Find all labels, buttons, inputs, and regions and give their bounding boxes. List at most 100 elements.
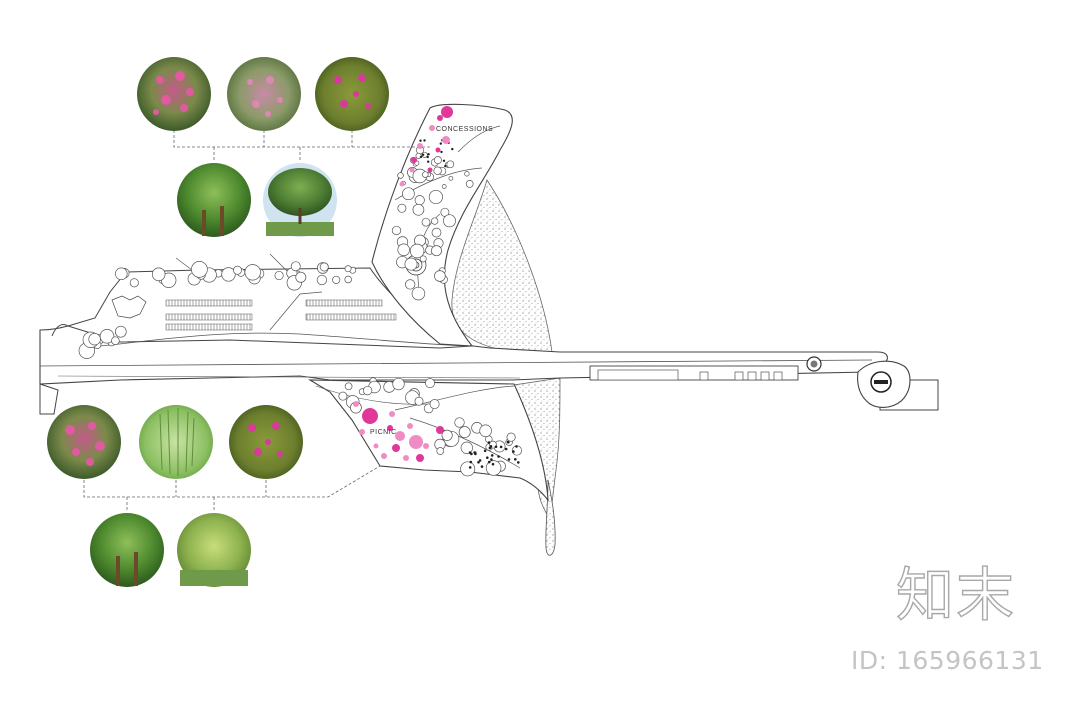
tree-canopy-symbols [78,139,522,477]
flowering-plant-symbol [441,106,453,118]
flowering-plant-symbol [417,143,423,149]
tree-canopy-symbol [392,377,405,391]
flowering-plant-symbol [359,429,365,435]
parking-diagonal [269,291,323,331]
shrub-dot-symbol [480,465,484,468]
tree-canopy-symbol [465,180,474,188]
parking-bay-4 [305,299,383,307]
shrub-dot-symbol [423,139,426,142]
tree-canopy-symbol [397,172,404,179]
tree-canopy-symbol [436,447,445,455]
shrub-dot-symbol [470,452,473,456]
iceplant-photo-lower [229,405,303,479]
shrub-dot-symbol [507,458,511,461]
shrub-dot-symbol [469,460,473,464]
tree-canopy-symbol [422,171,429,178]
tree-canopy-symbol [441,184,447,189]
flowering-plant-symbol [429,125,435,131]
west-end [39,340,59,415]
flowering-plant-symbol [389,411,395,417]
plant-palette-upper [137,57,389,237]
shrub-dot-symbol [497,455,500,458]
tree-canopy-symbol [454,417,465,428]
picnic-path-1 [394,385,515,411]
palm-photo-lower [90,513,164,587]
tree-canopy-symbol [433,156,442,165]
shrub-dot-symbol [473,451,476,454]
tree-canopy-symbol [421,217,431,227]
leader-lines [83,130,430,512]
flowering-plant-symbol [399,181,405,187]
shrub-dot-symbol [490,454,494,457]
tree-canopy-symbol [446,160,455,169]
shrub-dot-symbol [494,445,498,449]
shrub-dot-symbol [444,164,447,168]
flowering-plant-symbol [373,443,379,449]
shrub-dot-symbol [487,441,491,444]
shrub-dot-symbol [439,142,442,145]
tree-canopy-symbol [332,275,341,284]
shrub-dot-symbol [507,441,510,444]
tree-canopy-symbol [434,270,446,282]
flowering-plant-symbol [435,147,441,153]
flowering-plant-symbol [409,435,423,449]
shrub-dot-symbol [421,153,425,156]
tree-canopy-symbol [319,262,329,272]
tree-canopy-symbol [295,271,307,283]
tree-canopy-symbol [115,267,128,281]
tree-canopy-symbol [414,396,424,406]
tree-canopy-symbol [431,245,442,257]
tree-canopy-symbol [464,171,470,177]
tree-canopy-symbol [397,203,407,213]
plant-palette-lower [47,405,303,587]
tree-canopy-symbol [485,460,502,476]
flowering-plant-symbol [411,157,417,163]
tree-canopy-symbol [429,399,440,410]
parking-bay-2 [165,313,253,321]
shrub-dot-symbol [512,450,515,453]
flowering-plant-symbol [409,167,415,173]
tree-canopy-symbol [448,175,454,181]
parking-inner-edge [99,332,467,347]
tree-canopy-symbol [344,265,352,273]
tree-canopy-symbol [431,227,442,238]
tree-canopy-symbol [414,195,425,206]
tree-canopy-symbol [129,278,139,288]
shrub-dot-symbol [517,461,520,464]
shade-tree-photo-upper [263,163,337,237]
flowering-plant-symbols [353,106,453,462]
picnic-path-2 [409,417,521,469]
tree-canopy-symbol [460,441,473,454]
tree-canopy-symbol [433,166,442,175]
pier-hall [597,369,679,381]
flowering-plant-symbol [423,443,429,449]
shrub-dot-symbol [499,445,503,449]
tree-canopy-symbol [425,378,435,389]
flowering-plant-symbol [416,454,424,462]
tree-canopy-symbol [111,336,120,345]
shrub-dot-symbol [451,147,454,151]
shrub-dot-symbol [515,445,518,448]
picnic-label: PICNIC [370,429,397,436]
tree-canopy-symbol [88,333,101,346]
flowering-plant-symbol [427,167,433,173]
parking-bay-1 [165,299,253,307]
tree-canopy-symbol [443,214,456,228]
shrub-dot-symbol [442,159,446,162]
tree-canopy-symbol [274,270,284,281]
tree-canopy-symbol [151,267,166,282]
shrub-dot-symbol [490,458,493,461]
tree-canopy-symbol [479,424,492,438]
tree-canopy-symbol [244,264,261,281]
palm-photo-upper [177,163,251,237]
road-edge-lower [57,375,521,379]
flowering-plant-symbol [403,455,409,461]
tree-canopy-symbol [506,432,516,442]
tree-canopy-symbol [441,429,453,441]
pier-kiosks [699,371,783,381]
tree-canopy-symbol [412,203,425,216]
flowering-plant-symbol [381,453,387,459]
tree-canopy-symbol [428,189,443,205]
tree-canopy-symbol [411,286,426,301]
